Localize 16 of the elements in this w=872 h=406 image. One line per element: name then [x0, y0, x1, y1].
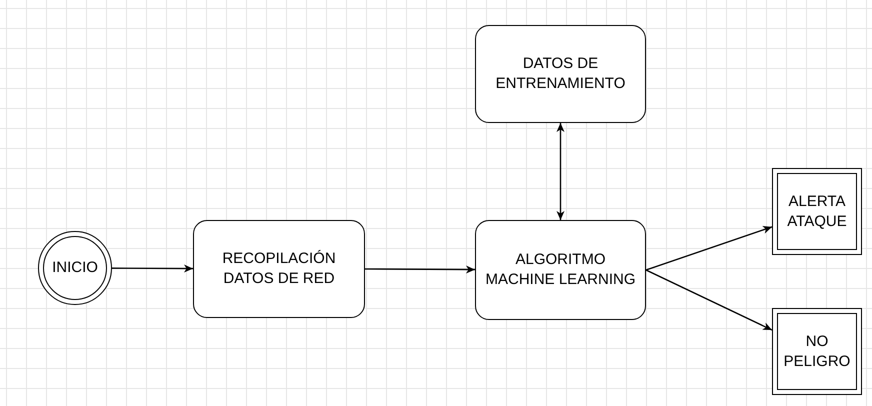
node-label: ALGORITMO MACHINE LEARNING — [484, 250, 637, 290]
end-box — [772, 308, 862, 395]
node-label: NO PELIGRO — [782, 332, 852, 372]
arrow — [112, 264, 193, 273]
arrow — [365, 266, 475, 274]
arrow — [556, 123, 564, 220]
node-label: INICIO — [51, 259, 99, 276]
node-label: ALERTA ATAQUE — [786, 192, 848, 232]
arrow — [646, 226, 772, 271]
end-box — [772, 168, 862, 255]
process-box — [475, 220, 646, 320]
arrow — [646, 269, 772, 331]
process-box — [193, 220, 365, 318]
node-label: RECOPILACIÓN DATOS DE RED — [221, 249, 337, 289]
node-label: DATOS DE ENTRENAMIENTO — [494, 54, 626, 94]
process-box — [475, 25, 646, 123]
